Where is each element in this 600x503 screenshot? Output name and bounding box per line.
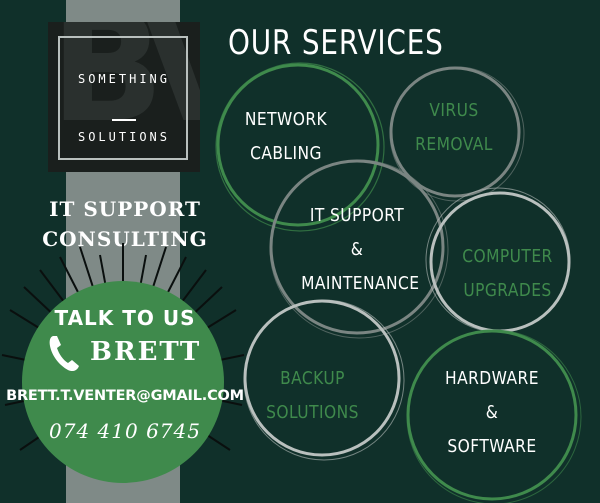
left-title-line-1: IT SUPPORT bbox=[49, 197, 201, 221]
service-label-line: SOFTWARE bbox=[447, 436, 537, 457]
logo-divider bbox=[112, 119, 136, 121]
service-label-line: CABLING bbox=[250, 143, 322, 164]
circle-virus-removal bbox=[389, 66, 521, 198]
service-label-line: COMPUTER bbox=[462, 246, 553, 267]
service-hardware-software: HARDWARE & SOFTWARE bbox=[432, 362, 552, 464]
contact-email[interactable]: BRETT.T.VENTER@GMAIL.COM bbox=[6, 388, 244, 404]
service-virus-removal: VIRUS REMOVAL bbox=[394, 94, 514, 162]
service-label-line: REMOVAL bbox=[415, 134, 493, 155]
service-label-line: MAINTENANCE bbox=[301, 273, 420, 294]
logo-frame bbox=[58, 36, 188, 160]
service-label-line: & bbox=[485, 402, 499, 423]
contact-heading: TALK TO US bbox=[54, 306, 196, 330]
logo-line-1: SOMETHING bbox=[77, 72, 171, 86]
circle-hardware-software bbox=[406, 329, 578, 501]
service-backup-solutions: BACKUP SOLUTIONS bbox=[250, 362, 375, 430]
service-it-support-maintenance: IT SUPPORT & MAINTENANCE bbox=[292, 199, 422, 301]
contact-disc bbox=[22, 281, 224, 483]
service-label-line: & bbox=[350, 239, 364, 260]
circle-backup-solutions bbox=[243, 299, 401, 457]
contact-name-row: BRETT bbox=[44, 333, 204, 373]
service-label-line: HARDWARE bbox=[445, 368, 539, 389]
contact-name: BRETT bbox=[90, 337, 202, 367]
service-label-line: SOLUTIONS bbox=[266, 402, 359, 423]
service-label-line: IT SUPPORT bbox=[309, 205, 405, 226]
service-label-line: BACKUP bbox=[280, 368, 345, 389]
service-label-line: UPGRADES bbox=[463, 280, 552, 301]
service-computer-upgrades: COMPUTER UPGRADES bbox=[445, 240, 570, 308]
logo: BV SOMETHING SOLUTIONS bbox=[48, 22, 200, 172]
logo-monogram: BV bbox=[50, 22, 200, 156]
service-label-line: VIRUS bbox=[429, 100, 479, 121]
circle-network-cabling bbox=[216, 63, 380, 227]
phone-icon bbox=[49, 336, 79, 372]
logo-line-2: SOLUTIONS bbox=[77, 130, 171, 144]
service-network-cabling: NETWORK CABLING bbox=[226, 103, 346, 171]
left-title-line-2: CONSULTING bbox=[42, 227, 208, 251]
circle-it-support bbox=[269, 159, 445, 335]
service-label-line: NETWORK bbox=[244, 109, 328, 130]
services-title: OUR SERVICES bbox=[228, 23, 444, 63]
contact-phone[interactable]: 074 410 6745 bbox=[49, 419, 201, 443]
